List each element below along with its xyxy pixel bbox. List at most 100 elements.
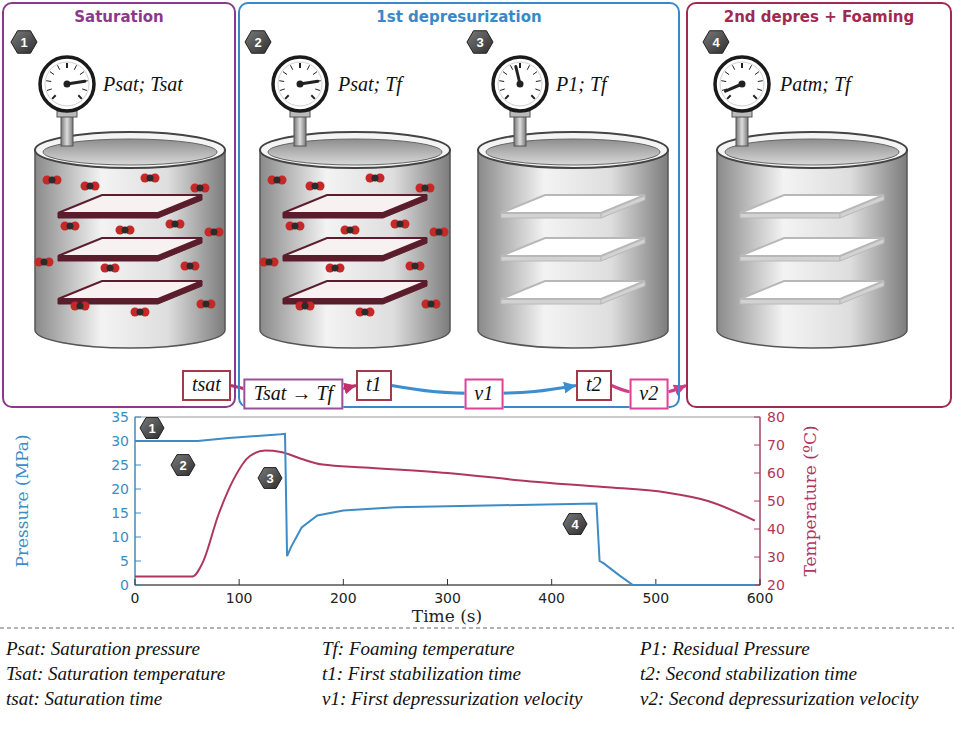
stage-panel: 2nd depres + Foaming: [686, 2, 952, 408]
gauge-tick: [725, 72, 729, 75]
sample-plate: [58, 238, 202, 256]
gauge-ring: [498, 62, 542, 106]
axis-tick: 70: [767, 437, 785, 453]
definition: t1: First stabilization time: [322, 661, 607, 686]
pressure-vessel: [478, 132, 668, 348]
callout-number: 3: [476, 35, 483, 50]
axis-tick: 10: [111, 529, 129, 545]
vessel-opening: [486, 139, 660, 165]
gauge-tick: [279, 80, 284, 82]
gauge-tick: [531, 95, 535, 99]
gauge-pivot: [297, 81, 304, 88]
panel-title: Saturation: [4, 8, 234, 26]
axis-tick-mark: [135, 489, 141, 490]
axis-tick-mark: [135, 585, 141, 586]
axis-tick: 200: [330, 590, 357, 606]
carbon-atom: [347, 227, 354, 234]
carbon-atom: [274, 177, 281, 184]
axis-tick: 80: [767, 409, 785, 425]
carbon-atom: [172, 221, 179, 228]
carbon-atom: [372, 175, 379, 182]
definition: v1: First depressurization velocity: [322, 686, 607, 711]
vessel-body: [717, 150, 907, 348]
carbon-atom: [203, 301, 210, 308]
carbon-atom: [428, 301, 435, 308]
axis-tick: 30: [111, 433, 129, 449]
axis-tick: 30: [767, 549, 785, 565]
gauge-dial: [715, 57, 769, 111]
axis-tick: 35: [111, 409, 129, 425]
carbon-atom: [422, 185, 429, 192]
axis-tick-mark: [135, 561, 141, 562]
gauge-tick: [285, 95, 289, 99]
co2-molecule: [356, 308, 375, 317]
sample-plate: [740, 281, 884, 299]
gauge-tick: [299, 63, 301, 68]
gauge-reading: Psat; Tf: [338, 73, 402, 96]
co2-molecule: [286, 222, 305, 231]
co2-molecule: [191, 184, 210, 193]
gauge-tick: [505, 95, 509, 99]
carbon-atom: [137, 309, 144, 316]
sample-plate: [501, 281, 645, 299]
axis-tick: 60: [767, 465, 785, 481]
axis-tick-mark: [760, 579, 761, 585]
co2-molecule: [181, 262, 200, 271]
callout-number: 1: [148, 421, 155, 436]
gauge-tick: [66, 63, 68, 68]
carbon-atom: [77, 303, 84, 310]
axis-tick: 25: [111, 457, 129, 473]
axis-tick-mark: [239, 579, 240, 585]
pressure-gauge: [493, 57, 547, 146]
gauge-reading: Psat; Tsat: [103, 73, 183, 96]
temperature-curve: [135, 451, 755, 577]
time-box: t1: [356, 370, 392, 401]
axis-title: Time (s): [412, 606, 482, 626]
callout-number: 2: [179, 458, 186, 473]
gauge-ring: [45, 62, 89, 106]
pressure-vessel: [717, 132, 907, 348]
axis-tick-mark: [754, 473, 760, 474]
axis-tick: 600: [747, 590, 774, 606]
sample-plate: [283, 195, 427, 213]
co2-molecule: [268, 176, 287, 185]
co2-molecule: [260, 258, 279, 267]
definition: Psat: Saturation pressure: [6, 636, 291, 661]
carbon-atom: [211, 229, 218, 236]
stage-panel: Saturationtsat: [2, 2, 236, 408]
callout-hexagon: [563, 514, 587, 535]
carbon-atom: [332, 265, 339, 272]
co2-molecule: [101, 264, 120, 273]
sample-plate: [58, 281, 202, 299]
carbon-atom: [122, 227, 129, 234]
callout-hexagon: [258, 468, 282, 489]
callout-number: 4: [712, 35, 719, 50]
sample-plate: [58, 195, 202, 213]
co2-molecule: [61, 222, 80, 231]
axis-tick: 100: [226, 590, 253, 606]
gauge-tick: [311, 95, 315, 99]
co2-molecule: [422, 300, 441, 309]
gauge-tick: [510, 65, 512, 69]
gauge-ring: [720, 62, 764, 106]
vessel-rim: [478, 132, 668, 168]
gauge-tick: [313, 72, 317, 75]
co2-molecule: [116, 226, 135, 235]
callout-number: 4: [571, 517, 578, 532]
gauge-tick: [749, 65, 751, 69]
callout-number: 1: [20, 35, 27, 50]
gauge-pivot: [517, 81, 524, 88]
sample-plate: [740, 238, 884, 256]
definition: Tsat: Saturation temperature: [6, 661, 291, 686]
sample-plate: [740, 195, 884, 213]
gauge-reading: Patm; Tf: [780, 73, 851, 96]
definition: P1: Residual Pressure: [640, 636, 925, 661]
callout-hexagon: [140, 418, 164, 439]
co2-molecule: [366, 174, 385, 183]
definition: v2: Second depressurization velocity: [640, 686, 925, 711]
gauge-tick: [727, 95, 731, 99]
pressure-vessel: [260, 132, 451, 348]
pressure-vessel: [35, 132, 226, 348]
